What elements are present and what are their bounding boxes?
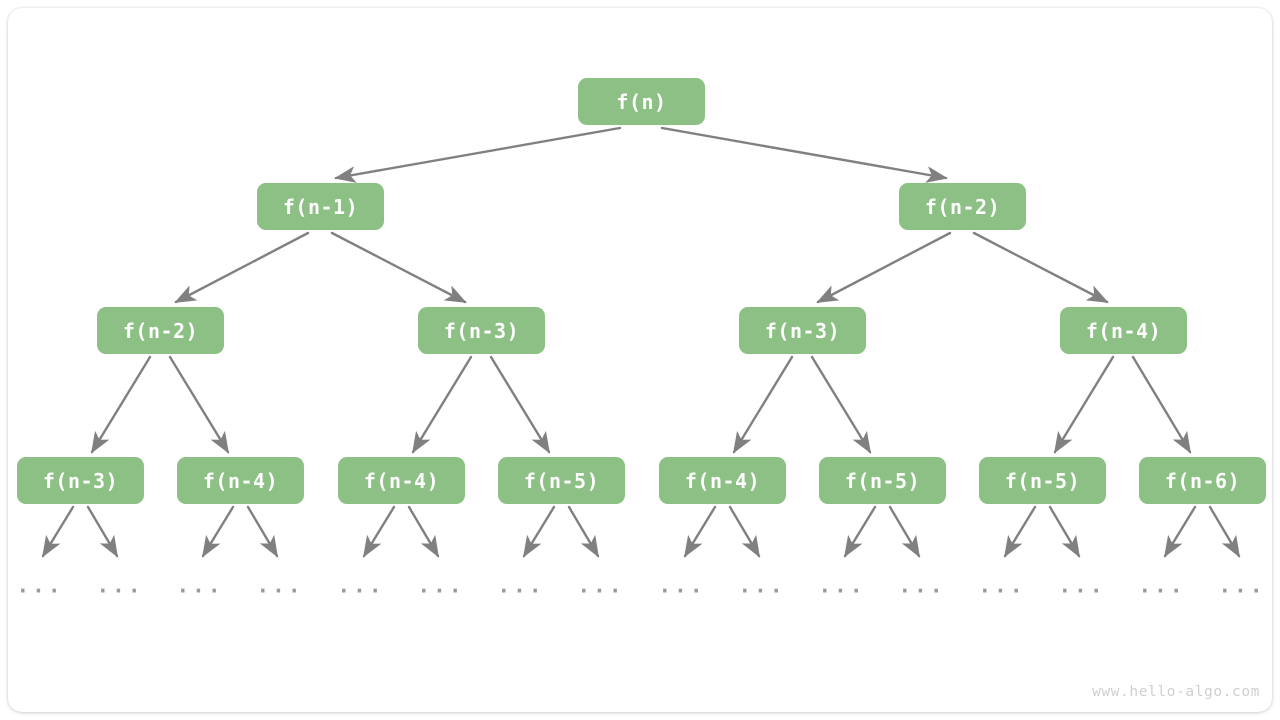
tree-node-l3-0[interactable]: f(n-3) <box>17 457 144 504</box>
tree-node-l2-2[interactable]: f(n-3) <box>739 307 866 354</box>
ellipsis-node-9: ... <box>738 573 786 598</box>
tree-node-root[interactable]: f(n) <box>578 78 705 125</box>
ellipsis-node-1: ... <box>96 573 144 598</box>
tree-node-l3-6[interactable]: f(n-5) <box>979 457 1106 504</box>
watermark-text: www.hello-algo.com <box>1092 684 1260 700</box>
ellipsis-node-3: ... <box>256 573 304 598</box>
ellipsis-node-15: ... <box>1218 573 1266 598</box>
ellipsis-node-5: ... <box>417 573 465 598</box>
tree-node-l2-3[interactable]: f(n-4) <box>1060 307 1187 354</box>
ellipsis-node-7: ... <box>577 573 625 598</box>
ellipsis-node-8: ... <box>658 573 706 598</box>
tree-node-l3-4[interactable]: f(n-4) <box>659 457 786 504</box>
tree-node-l3-3[interactable]: f(n-5) <box>498 457 625 504</box>
tree-node-l2-0[interactable]: f(n-2) <box>97 307 224 354</box>
tree-node-l3-2[interactable]: f(n-4) <box>338 457 465 504</box>
ellipsis-node-0: ... <box>16 573 64 598</box>
ellipsis-node-14: ... <box>1138 573 1186 598</box>
ellipsis-node-6: ... <box>497 573 545 598</box>
ellipsis-node-2: ... <box>176 573 224 598</box>
ellipsis-node-12: ... <box>978 573 1026 598</box>
tree-node-l3-7[interactable]: f(n-6) <box>1139 457 1266 504</box>
ellipsis-node-11: ... <box>898 573 946 598</box>
tree-node-l3-1[interactable]: f(n-4) <box>177 457 304 504</box>
ellipsis-node-4: ... <box>337 573 385 598</box>
tree-node-l2-1[interactable]: f(n-3) <box>418 307 545 354</box>
tree-node-l1-1[interactable]: f(n-2) <box>899 183 1026 230</box>
tree-node-l1-0[interactable]: f(n-1) <box>257 183 384 230</box>
ellipsis-node-10: ... <box>818 573 866 598</box>
ellipsis-node-13: ... <box>1058 573 1106 598</box>
tree-node-l3-5[interactable]: f(n-5) <box>819 457 946 504</box>
